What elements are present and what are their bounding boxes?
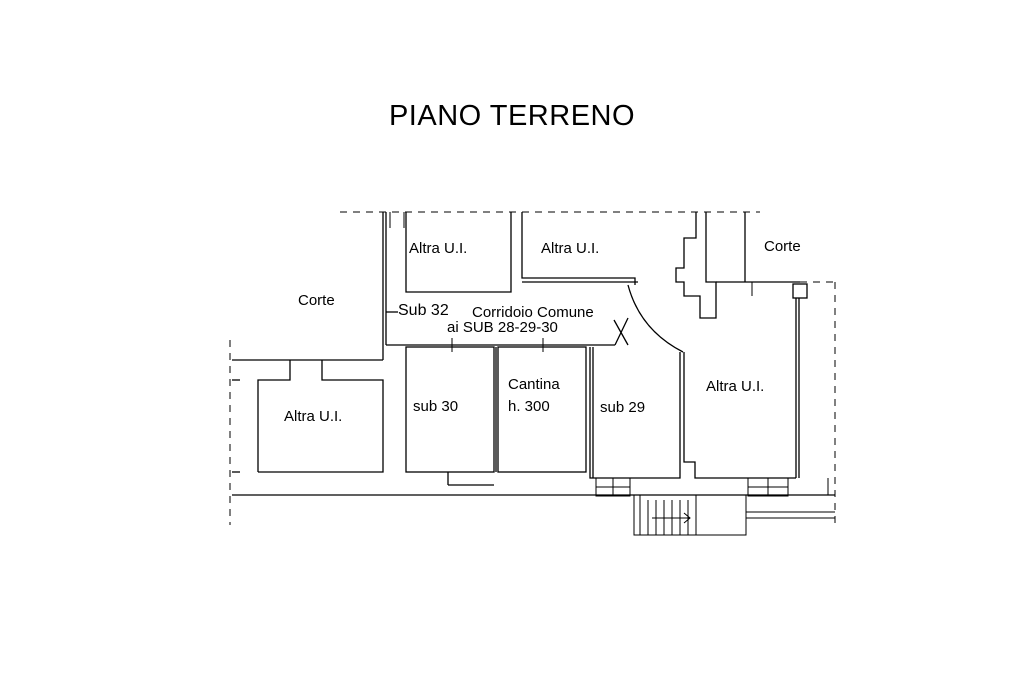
room-label-cantina-line1: Cantina (508, 376, 560, 393)
room-label-corte-top-right: Corte (764, 238, 801, 255)
stair (633, 478, 835, 536)
room-label-sub32: Sub 32 (398, 302, 449, 319)
room-label-corridoio-line1: Corridoio Comune (472, 304, 594, 321)
room-label-altra-ui-left: Altra U.I. (284, 408, 343, 425)
window-marks (389, 212, 789, 497)
room-label-corridoio-line2: ai SUB 28-29-30 (447, 319, 558, 336)
room-label-altra-ui-top-center: Altra U.I. (541, 240, 600, 257)
wall-lines (232, 212, 835, 536)
room-label-sub30: sub 30 (413, 398, 459, 415)
plan-title: PIANO TERRENO (388, 100, 636, 132)
room-label-cantina-line2: h. 300 (508, 398, 550, 415)
room-label-altra-ui-right: Altra U.I. (706, 378, 765, 395)
room-label-sub29: sub 29 (600, 399, 646, 416)
room-label-corte-left: Corte (298, 292, 335, 309)
boundary-dashed-lines (229, 211, 836, 525)
room-label-altra-ui-top-left: Altra U.I. (409, 240, 468, 257)
